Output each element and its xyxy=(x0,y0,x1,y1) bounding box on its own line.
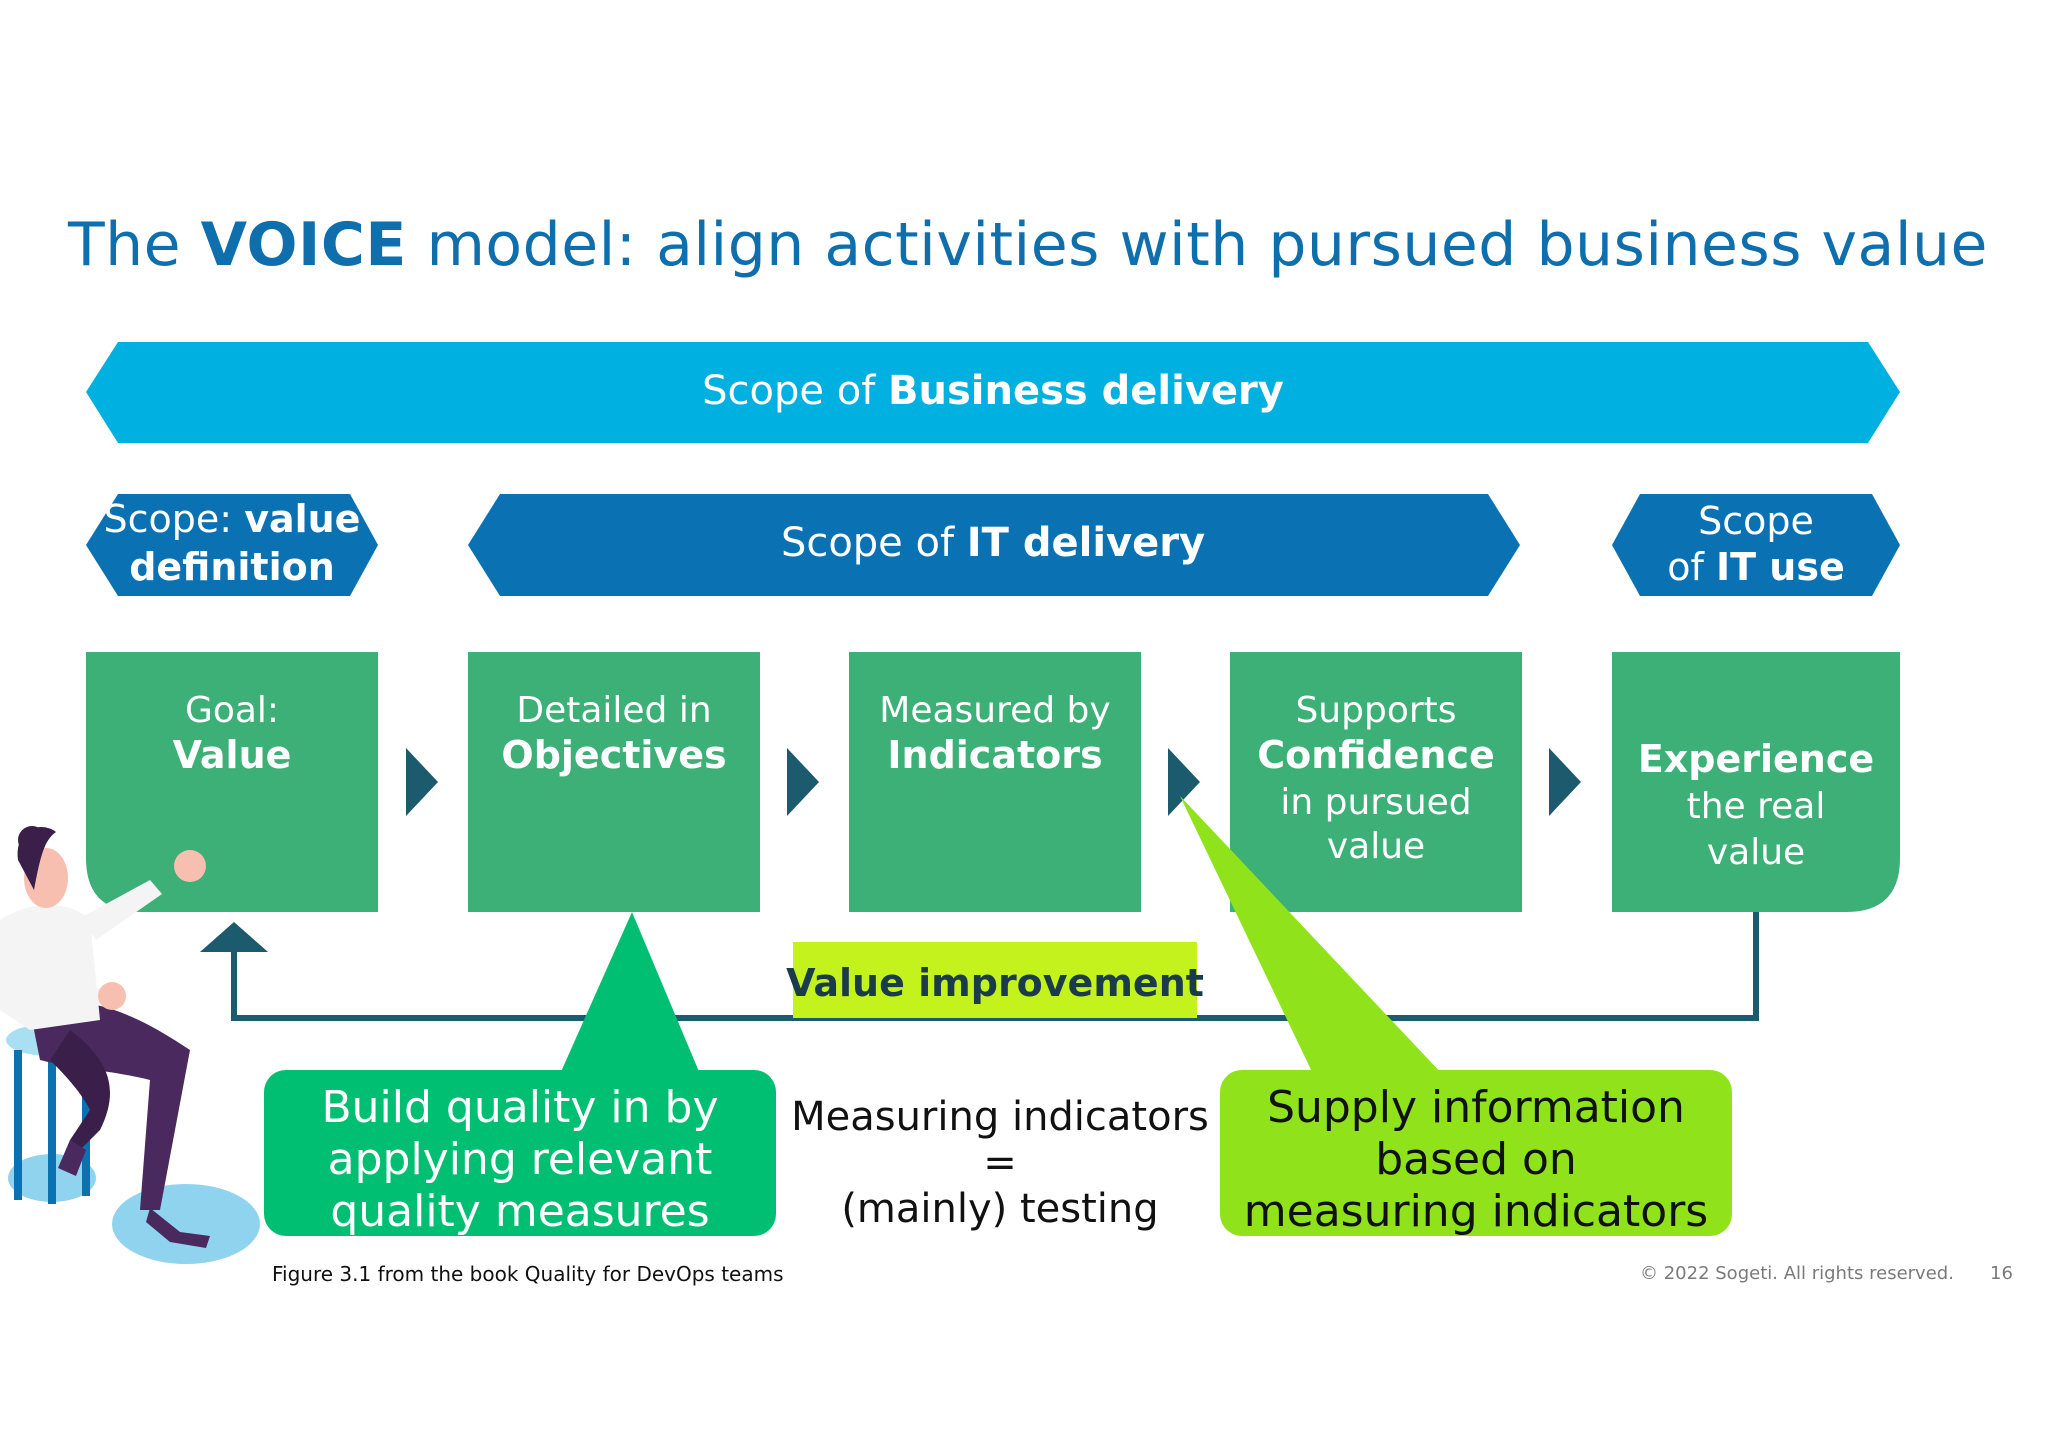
box-experience-line2: the real xyxy=(1687,786,1826,827)
box-confidence-line4: value xyxy=(1327,826,1425,867)
value-definition-banner xyxy=(86,494,378,596)
it-delivery-label: Scope of IT delivery xyxy=(781,520,1205,566)
supply-info-line3: measuring indicators xyxy=(1244,1186,1708,1237)
it-use-line2: of IT use xyxy=(1667,545,1844,589)
box-indicators-line2: Indicators xyxy=(887,733,1102,777)
box-experience-line1: Experience xyxy=(1638,737,1874,781)
box-confidence-line2: Confidence xyxy=(1257,733,1495,777)
build-quality-callout xyxy=(264,1070,776,1236)
build-quality-line2: applying relevant xyxy=(328,1134,713,1185)
person-illustration xyxy=(0,826,260,1264)
box-indicators xyxy=(849,652,1141,912)
build-quality-pointer xyxy=(560,912,700,1074)
up-arrow-icon xyxy=(200,922,268,952)
arrow-icon-1 xyxy=(406,748,438,816)
box-indicators-line1: Measured by xyxy=(879,690,1110,731)
box-objectives xyxy=(468,652,760,912)
box-experience xyxy=(1612,652,1900,912)
measuring-line3: (mainly) testing xyxy=(841,1186,1158,1232)
box-value xyxy=(86,652,378,912)
it-use-banner xyxy=(1612,494,1900,596)
value-improvement-label: Value improvement xyxy=(786,961,1204,1005)
supply-info-line2: based on xyxy=(1375,1134,1577,1185)
title-post: model: align activities with pursued bus… xyxy=(406,210,1988,280)
build-quality-line3: quality measures xyxy=(330,1186,709,1237)
build-quality-line1: Build quality in by xyxy=(321,1082,718,1133)
it-delivery-banner xyxy=(468,494,1520,596)
supply-info-callout xyxy=(1220,1070,1732,1236)
figure-caption: Figure 3.1 from the book Quality for Dev… xyxy=(272,1262,784,1286)
box-objectives-line2: Objectives xyxy=(501,733,726,777)
value-improvement-box xyxy=(793,942,1197,1018)
title-pre: The xyxy=(68,210,201,280)
business-delivery-label: Scope of Business delivery xyxy=(702,368,1284,414)
box-value-line1: Goal: xyxy=(185,690,279,731)
box-objectives-line1: Detailed in xyxy=(516,690,711,731)
business-delivery-banner xyxy=(86,342,1900,443)
value-definition-line2: definition xyxy=(129,545,335,589)
it-use-line1: Scope xyxy=(1698,499,1814,543)
box-value-line2: Value xyxy=(173,733,292,777)
copyright-notice: © 2022 Sogeti. All rights reserved. xyxy=(1640,1263,1954,1284)
box-confidence-line1: Supports xyxy=(1295,690,1456,731)
page-title: The VOICE model: align activities with p… xyxy=(68,210,1988,280)
measuring-line1: Measuring indicators xyxy=(791,1094,1209,1140)
value-definition-line1: Scope: value xyxy=(104,497,361,541)
box-confidence xyxy=(1230,652,1522,912)
supply-info-pointer xyxy=(1180,796,1444,1076)
arrow-icon-3 xyxy=(1168,748,1200,816)
measuring-line2: = xyxy=(983,1140,1017,1186)
supply-info-line1: Supply information xyxy=(1267,1082,1685,1133)
page-number: 16 xyxy=(1990,1263,2013,1284)
box-confidence-line3: in pursued xyxy=(1280,782,1471,823)
box-experience-line3: value xyxy=(1707,832,1805,873)
title-bold: VOICE xyxy=(200,210,407,280)
arrow-icon-2 xyxy=(787,748,819,816)
arrow-icon-4 xyxy=(1549,748,1581,816)
